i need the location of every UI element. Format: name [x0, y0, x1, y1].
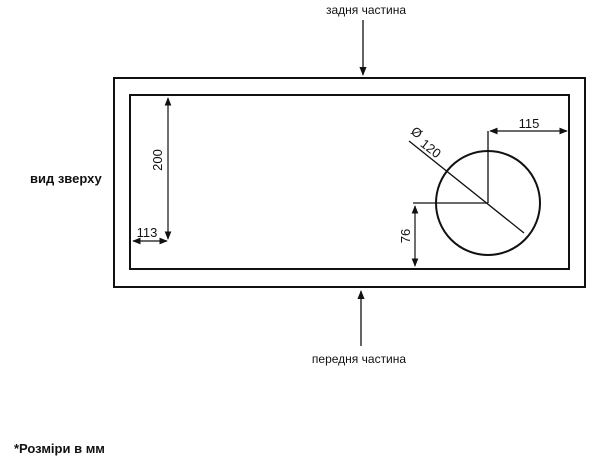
- left-offset-label: 113: [137, 225, 158, 240]
- bottom-offset-label: 76: [398, 229, 413, 243]
- front-label: передня частина: [312, 352, 406, 366]
- height-dimension-label: 200: [150, 149, 165, 171]
- view-label: вид зверху: [30, 171, 103, 186]
- diameter-symbol: Ø: [408, 123, 425, 141]
- diameter-leader: [408, 140, 525, 234]
- diameter-label: 120: [418, 136, 444, 161]
- units-note: *Розміри в мм: [14, 441, 105, 456]
- right-offset-label: 115: [519, 116, 540, 131]
- back-label: задня частина: [326, 3, 406, 17]
- inner-panel: [129, 94, 570, 270]
- outer-panel: [113, 77, 586, 288]
